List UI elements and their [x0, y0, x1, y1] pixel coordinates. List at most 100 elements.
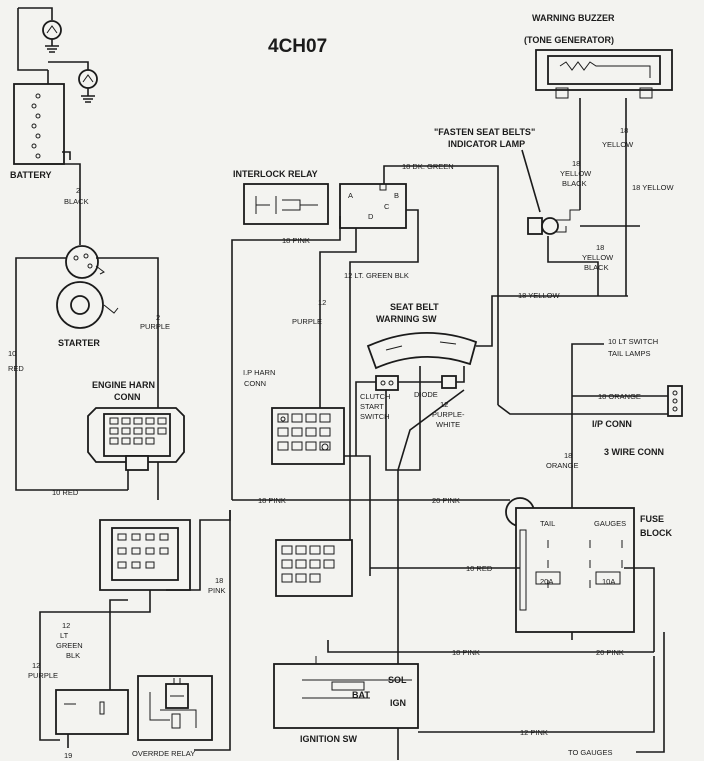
diode [441, 375, 457, 389]
wire-label: 18 ORANGE [598, 392, 641, 401]
fuse-gauges-label: GAUGES [594, 519, 626, 528]
ip-harness-connector-upper [271, 407, 345, 465]
three-wire-conn-label: 3 WIRE CONN [604, 447, 664, 457]
wire-label: PURPLE [28, 671, 58, 680]
battery-label: BATTERY [10, 170, 52, 180]
wire-label: 18 [564, 451, 572, 460]
seat-belt-sw-label: SEAT BELT [390, 302, 439, 312]
overrode-relay [137, 675, 213, 741]
wire-label: LT [60, 631, 69, 640]
wire-label: 10 [8, 349, 16, 358]
wire-label: 10 RED [52, 488, 79, 497]
wire-label: BLK [66, 651, 80, 660]
wire-label: 2 [156, 313, 160, 322]
ignition-sw-label: IGNITION SW [300, 734, 358, 744]
lower-left-connector [99, 519, 191, 591]
wire-label: 12 [318, 298, 326, 307]
engine-harness-connector [87, 407, 185, 471]
wire-label: BLACK [584, 263, 609, 272]
engine-harn-label: CONN [114, 392, 141, 402]
three-wire-connector [667, 385, 683, 417]
clutch-start-switch [375, 375, 399, 391]
buzzer-label: WARNING BUZZER [532, 13, 615, 23]
clutch-label: SWITCH [360, 412, 390, 421]
ip-harness-connector-lower [275, 539, 353, 597]
lt-switch-label: 10 LT SWITCH [608, 337, 658, 346]
wire-label: 12 PINK [520, 728, 548, 737]
pin-b-label: B [394, 191, 399, 200]
clutch-label: CLUTCH [360, 392, 390, 401]
wire-label: YELLOW [582, 253, 614, 262]
seat-belt-switch [366, 332, 478, 370]
wire-label: YELLOW [602, 140, 634, 149]
bottom-left-module [55, 689, 129, 735]
wire-label: 18 YELLOW [518, 291, 560, 300]
engine-harn-label: ENGINE HARN [92, 380, 155, 390]
wire-label: 12 [62, 621, 70, 630]
num-19: 19 [64, 751, 72, 760]
wire-label: YELLOW [560, 169, 592, 178]
fasten-lamp-label: "FASTEN SEAT BELTS" [434, 127, 535, 137]
buzzer-label: (TONE GENERATOR) [524, 35, 614, 45]
fuse-block-label: FUSE [640, 514, 664, 524]
fuse-block-label: BLOCK [640, 528, 672, 538]
wire-label: BLACK [562, 179, 587, 188]
pin-d-label: D [368, 212, 374, 221]
interlock-relay-label: INTERLOCK RELAY [233, 169, 318, 179]
ignition-bat-label: BAT [352, 690, 370, 700]
ignition-ign-label: IGN [390, 698, 406, 708]
ip-conn-label: I/P CONN [592, 419, 632, 429]
wire-label: 18 PINK [452, 648, 480, 657]
starter-label: STARTER [58, 338, 100, 348]
starter-symbol [56, 245, 119, 329]
top-left-lamp-icons [17, 7, 98, 103]
wire-label: PURPLE [292, 317, 322, 326]
overrode-relay-label: OVERRDE RELAY [132, 749, 195, 758]
wire-label: 10 RED [466, 564, 493, 573]
diode-label: DIODE [414, 390, 438, 399]
clutch-label: START [360, 402, 384, 411]
wire-label: PURPLE- [432, 410, 465, 419]
ip-harn-label: CONN [244, 379, 266, 388]
ignition-sol-label: SOL [388, 675, 407, 685]
ip-harn-label: I.P HARN [243, 368, 275, 377]
wire-label: WHITE [436, 420, 460, 429]
pin-a-label: A [348, 191, 353, 200]
wire-label: 2 [76, 186, 80, 195]
fuse-10a-label: 10A [602, 577, 615, 586]
wire-label: 18 DK. GREEN [402, 162, 454, 171]
wire-label: 18 [215, 576, 223, 585]
wire-label: 18 [620, 126, 628, 135]
wire-label: ORANGE [546, 461, 579, 470]
wire-label: 12 [32, 661, 40, 670]
wire-label: 20 PINK [596, 648, 624, 657]
pin-c-label: C [384, 202, 390, 211]
to-gauges-label: TO GAUGES [568, 748, 612, 757]
wire-label: GREEN [56, 641, 83, 650]
wire-label: 20 PINK [432, 496, 460, 505]
indicator-lamp [527, 209, 580, 235]
warning-buzzer [535, 49, 673, 99]
relay-connector [339, 183, 407, 229]
wire-label: BLACK [64, 197, 89, 206]
wire-label: PINK [208, 586, 226, 595]
fuse-block [505, 497, 635, 633]
wire-label: 12 LT. GREEN BLK [344, 271, 409, 280]
wire-label: PURPLE [140, 322, 170, 331]
ignition-switch [273, 656, 419, 729]
battery-symbol [13, 70, 71, 165]
wire-label: 18 PINK [258, 496, 286, 505]
wire-label: 18 PINK [282, 236, 310, 245]
seat-belt-sw-label: WARNING SW [376, 314, 437, 324]
fuse-tail-label: TAIL [540, 519, 555, 528]
wire-label: 18 YELLOW [632, 183, 674, 192]
fasten-lamp-label: INDICATOR LAMP [448, 139, 525, 149]
tail-lamps-label: TAIL LAMPS [608, 349, 651, 358]
diagram-title: 4CH07 [268, 36, 327, 57]
fuse-20a-label: 20A [540, 577, 553, 586]
interlock-relay [243, 183, 329, 225]
wire-label: 18 [596, 243, 604, 252]
wire-label: RED [8, 364, 24, 373]
